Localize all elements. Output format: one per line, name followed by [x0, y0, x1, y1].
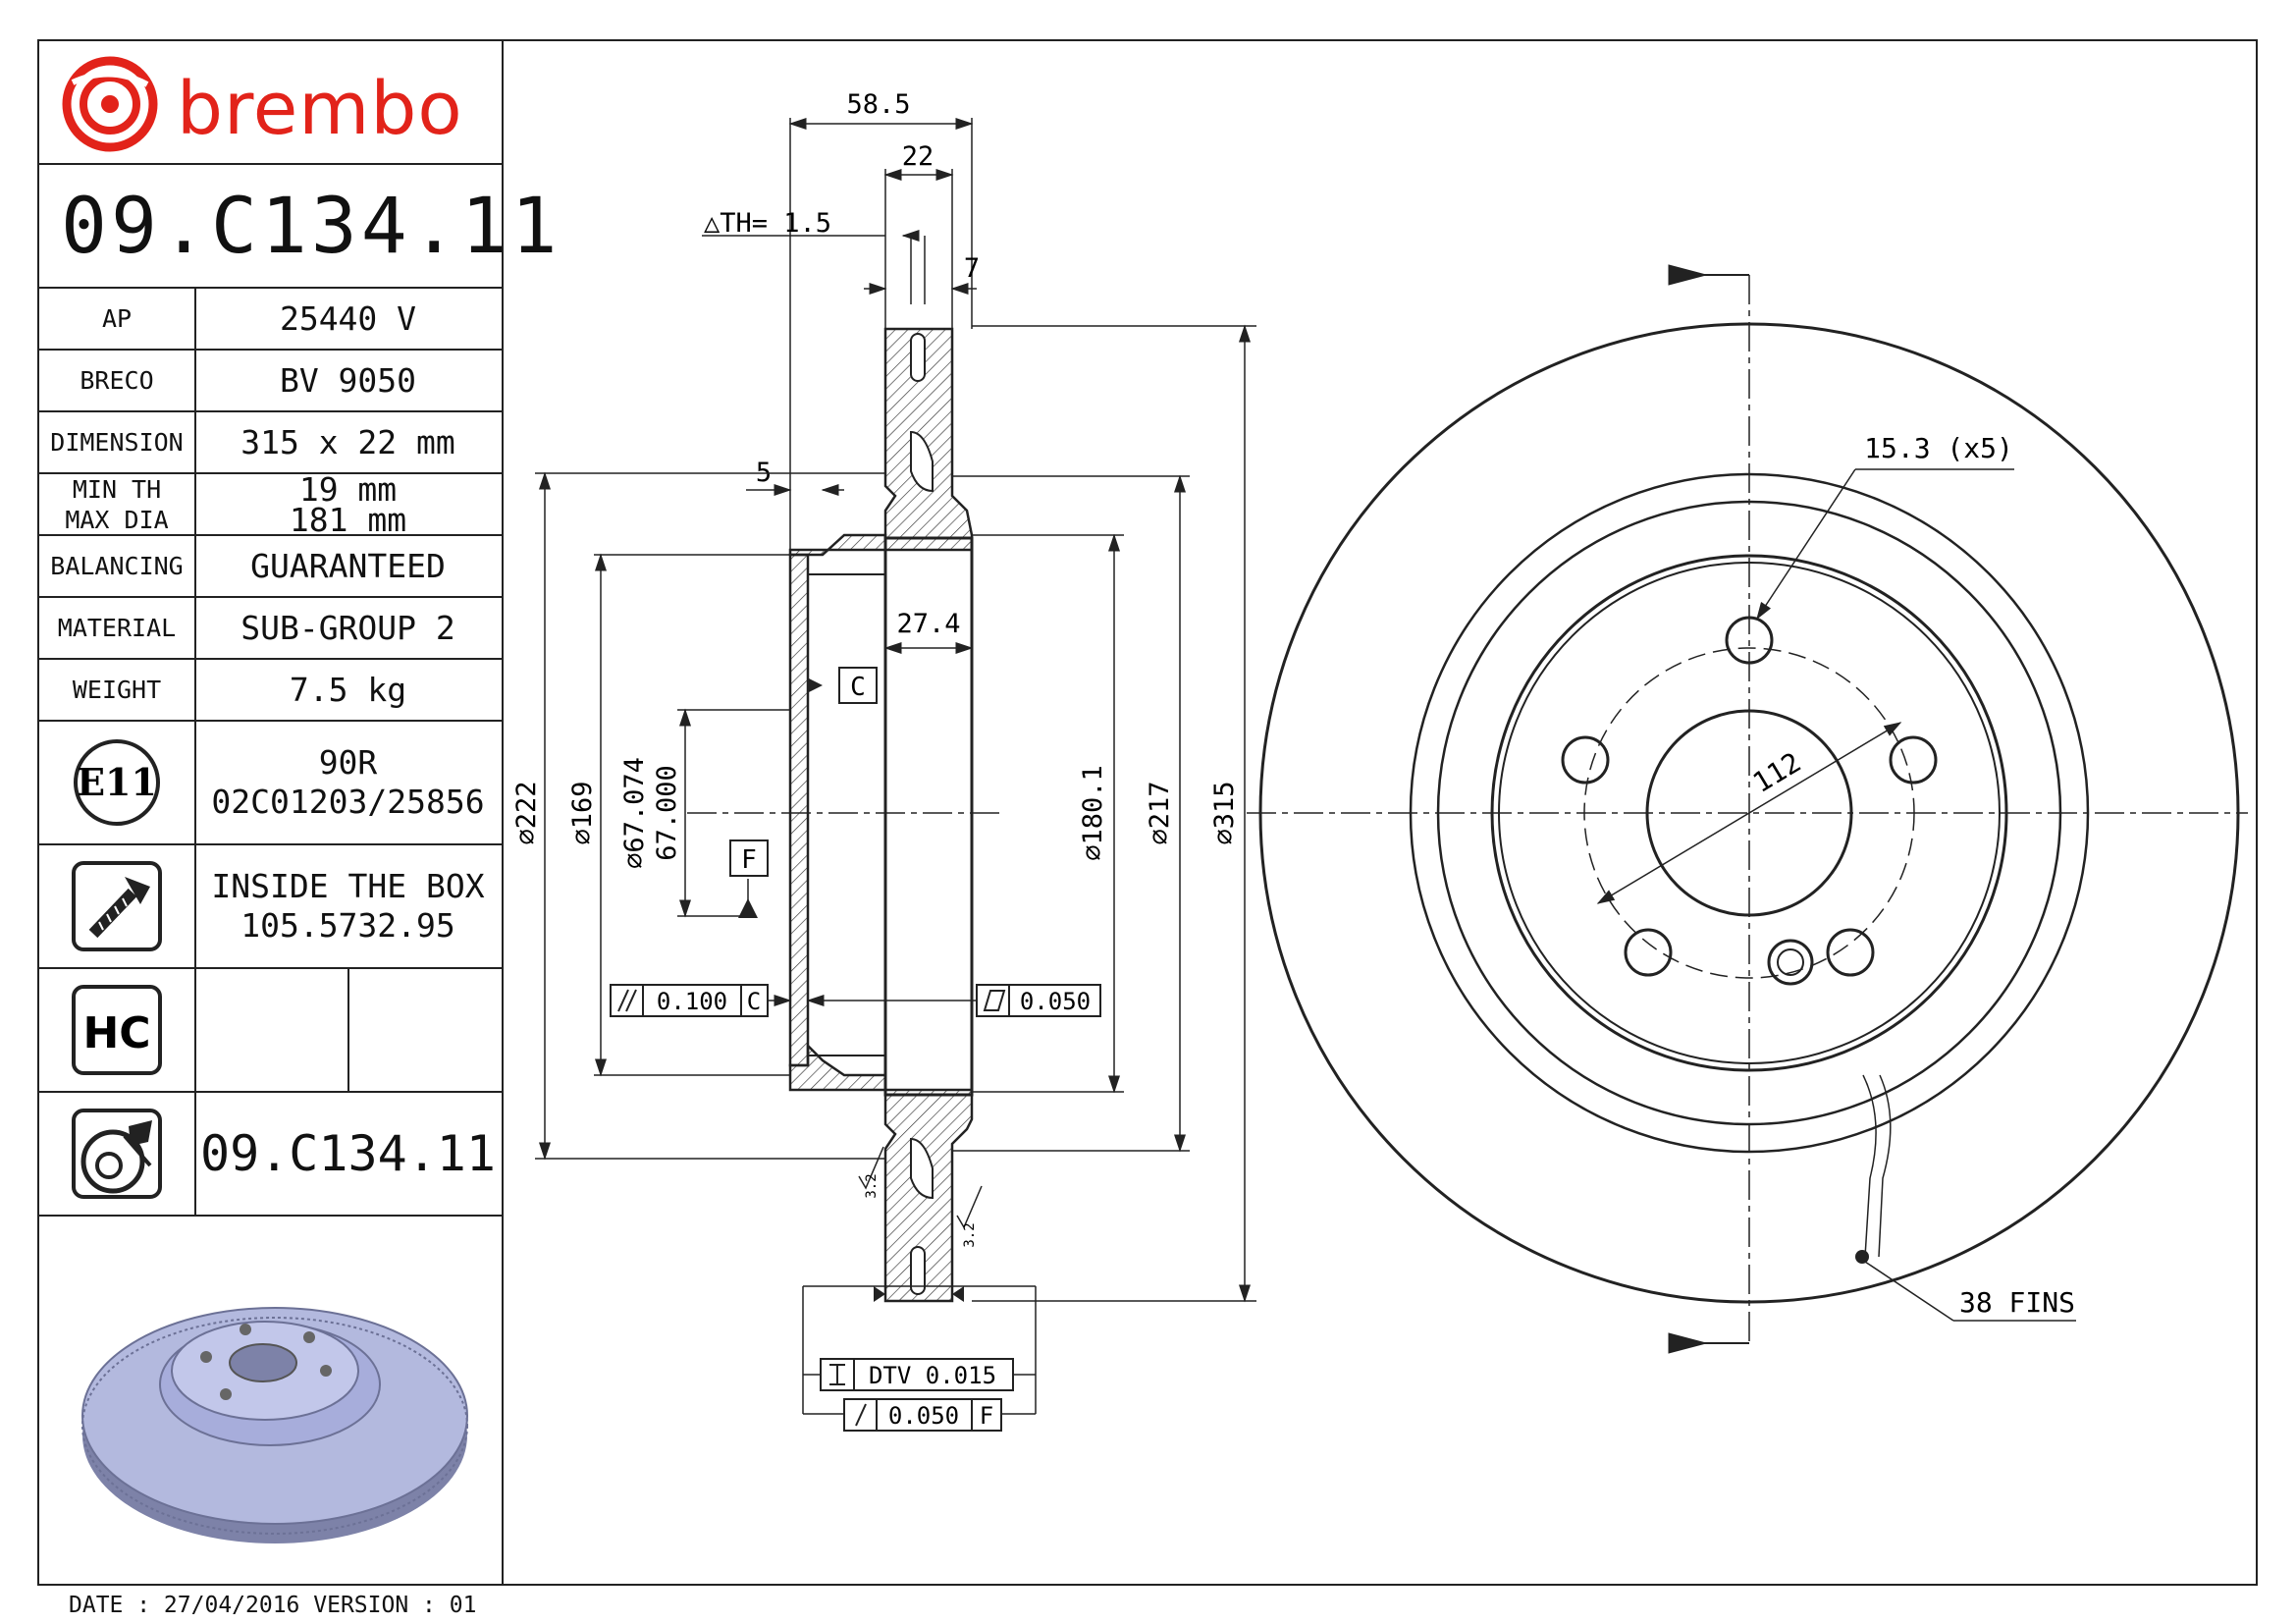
top-dimensions	[702, 118, 977, 654]
spec-row-ap: AP 25440 V	[39, 289, 502, 351]
cross-section-view	[788, 327, 974, 1303]
dim-dia-315: ⌀315	[1209, 781, 1240, 844]
screws-line-2: 105.5732.95	[240, 906, 455, 945]
bottom-tolerances: DTV 0.015 0.050 F	[802, 1285, 1037, 1432]
drawing-frame	[504, 39, 2258, 1586]
spec-label: AP	[101, 303, 133, 333]
screws-line-1: INSIDE THE BOX	[211, 867, 485, 905]
spec-label: BRECO	[80, 365, 154, 395]
dim-7: 7	[964, 253, 980, 284]
spec-value: 7.5 kg	[289, 670, 407, 709]
spec-value: GUARANTEED	[250, 546, 446, 585]
front-view	[1247, 264, 2248, 1354]
flat-tol: 0.050	[1020, 988, 1091, 1015]
footer-date-version: DATE : 27/04/2016 VERSION : 01	[69, 1593, 477, 1618]
spec-value: BV 9050	[279, 360, 417, 400]
surf-1: 3.2	[864, 1173, 880, 1198]
info-panel: brembo 09.C134.11 AP 25440 V BRECO BV 90…	[37, 39, 558, 1586]
dim-dia-169: ⌀169	[567, 781, 598, 844]
datum-c: C	[850, 673, 866, 702]
hc-empty-cell	[194, 969, 349, 1091]
dim-27-4: 27.4	[896, 609, 960, 639]
brand-row: brembo	[39, 41, 502, 165]
spec-value: 19 mm	[298, 469, 398, 509]
hc-icon: HC	[72, 985, 162, 1075]
spec-row-min-th: MIN TH MAX DIA 19 mm 181 mm	[39, 469, 502, 539]
spec-label-2: MAX DIA	[65, 505, 169, 534]
runout-datum: F	[980, 1402, 993, 1430]
spec-row-dimension: DIMENSION 315 x 22 mm	[39, 412, 502, 474]
part-number-row: 09.C134.11	[39, 165, 558, 289]
screws-row: INSIDE THE BOX 105.5732.95	[39, 845, 502, 969]
surf-2: 3.2	[962, 1222, 978, 1247]
parallelism-tolerance: 0.100 C	[610, 984, 792, 1017]
e11-approval-icon: E11	[74, 739, 160, 826]
hub-face	[883, 536, 974, 1097]
approval-line-1: 90R	[318, 743, 378, 782]
spec-value: 315 x 22 mm	[240, 422, 455, 461]
hc-badge: HC	[82, 1008, 150, 1058]
disc-render-image	[81, 1307, 468, 1543]
par-tol: 0.100	[657, 988, 727, 1015]
vent-slots	[910, 333, 934, 1295]
brembo-logo-icon	[62, 56, 158, 152]
dim-th: △TH= 1.5	[704, 208, 831, 239]
dim-dia-217: ⌀217	[1145, 781, 1175, 844]
spec-label: WEIGHT	[72, 675, 162, 704]
fins-note: 38 FINS	[1959, 1286, 2075, 1319]
spec-label: MIN TH	[72, 474, 162, 504]
dim-dia-67-074: ⌀67.074	[619, 757, 650, 869]
dim-58-5: 58.5	[846, 89, 910, 120]
spec-row-breco: BRECO BV 9050	[39, 351, 502, 412]
spec-label: BALANCING	[50, 551, 184, 580]
spec-row-weight: WEIGHT 7.5 kg	[39, 660, 502, 722]
spec-value: 25440 V	[279, 298, 417, 338]
dim-dia-180-1: ⌀180.1	[1078, 765, 1108, 861]
disc-ref-row: 09.C134.11	[39, 1093, 502, 1217]
datum-f: F	[741, 845, 757, 875]
left-diameter-dims	[535, 471, 885, 1161]
pcd-dim: 112	[1747, 746, 1806, 799]
runout-tol: 0.050	[888, 1402, 959, 1430]
surface-finish-marks	[858, 1146, 983, 1229]
approval-row: E11 90R 02C01203/25856	[39, 722, 502, 845]
par-datum: C	[747, 988, 761, 1015]
part-number: 09.C134.11	[61, 183, 561, 271]
screw-icon	[72, 861, 162, 951]
dim-22: 22	[902, 141, 934, 172]
hc-row: HC	[39, 969, 502, 1093]
spec-value: SUB-GROUP 2	[240, 608, 455, 647]
brand-name: brembo	[177, 67, 463, 151]
spec-label: MATERIAL	[57, 613, 177, 642]
approval-line-2: 02C01203/25856	[211, 783, 485, 821]
spec-row-balancing: BALANCING GUARANTEED	[39, 536, 502, 598]
spec-row-material: MATERIAL SUB-GROUP 2	[39, 598, 502, 660]
dim-dia-222: ⌀222	[511, 781, 542, 844]
right-diameter-dims	[952, 324, 1256, 1303]
spec-label: DIMENSION	[50, 427, 184, 457]
dim-dia-67-000: 67.000	[652, 765, 682, 861]
spec-value-2: 181 mm	[289, 500, 407, 539]
holes-note: 15.3 (x5)	[1864, 432, 2013, 464]
brake-disc-icon	[72, 1109, 162, 1199]
flatness-tolerance: 0.050	[806, 984, 1101, 1017]
dtv-tol: DTV 0.015	[869, 1362, 996, 1389]
approval-badge: E11	[77, 760, 157, 804]
disc-ref-value: 09.C134.11	[199, 1125, 497, 1182]
